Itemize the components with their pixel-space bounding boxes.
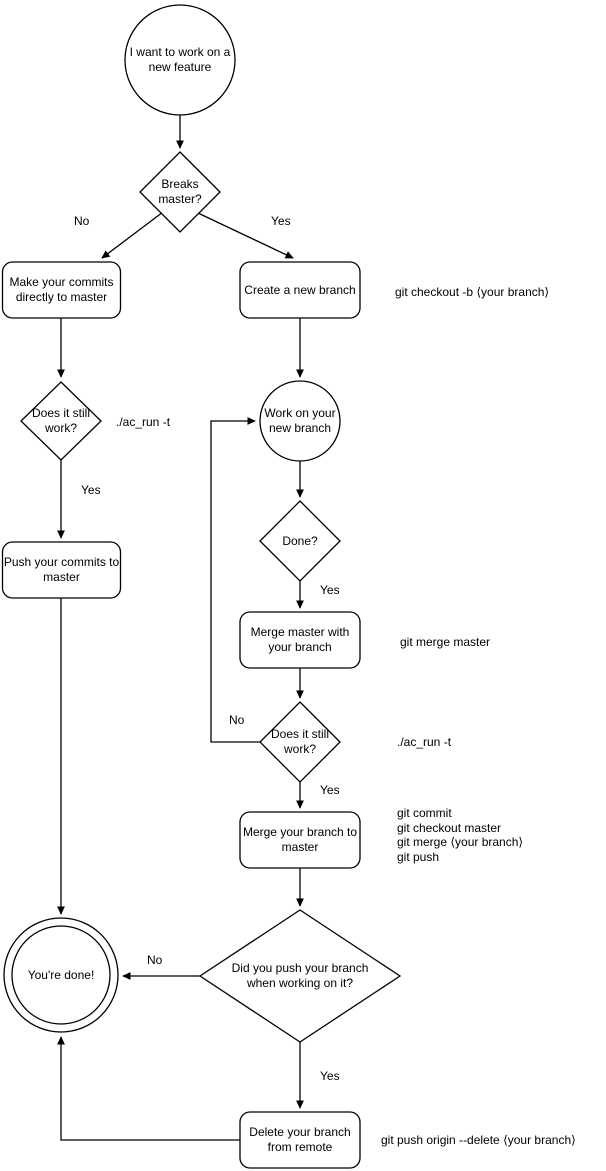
breaks-master-label: Breaks master? bbox=[158, 177, 202, 206]
did-push-no-label: No bbox=[147, 953, 163, 967]
done-yes-label: Yes bbox=[320, 583, 340, 597]
make-commits-node bbox=[1, 261, 122, 319]
edge-delete-to-done-loop bbox=[57, 1036, 240, 1141]
work-on-branch-node bbox=[259, 380, 341, 462]
merge-master-node bbox=[239, 611, 361, 669]
merge-branch-label: Merge your branch to master bbox=[242, 825, 358, 854]
work-on-branch-label: Work on your new branch bbox=[264, 406, 336, 435]
does-it-still-work-left-label: Does it still work? bbox=[31, 406, 90, 435]
edge-workright-no-loop bbox=[210, 417, 260, 743]
merge-master-cmd-annotation: git merge master bbox=[400, 635, 491, 649]
push-commits-node bbox=[1, 541, 122, 599]
did-you-push-label: Did you push your branch when working on… bbox=[231, 961, 369, 990]
create-branch-label: Create a new branch bbox=[244, 282, 356, 297]
delete-branch-node bbox=[239, 1111, 361, 1169]
done-label: Done? bbox=[282, 533, 318, 548]
did-you-push-decision bbox=[198, 909, 402, 1043]
still-works-right-no-label: No bbox=[229, 713, 245, 727]
delete-branch-label: Delete your branch from remote bbox=[249, 1125, 351, 1154]
merge-branch-cmds-annotation: git commit git checkout master git merge… bbox=[397, 806, 523, 864]
merge-branch-node bbox=[239, 811, 361, 869]
does-it-still-work-right-decision bbox=[259, 701, 341, 783]
youre-done-label: You're done! bbox=[27, 967, 95, 982]
merge-branch-cmd-line: git checkout master bbox=[397, 820, 502, 835]
ac-run-left-annotation: ./ac_run -t bbox=[116, 415, 171, 429]
edge-breaks-yes bbox=[197, 212, 294, 259]
start-node-label: I want to work on a new feature bbox=[129, 45, 231, 74]
does-it-still-work-left-decision bbox=[20, 381, 102, 461]
delete-cmd-annotation: git push origin --delete ⟨your branch⟩ bbox=[381, 1133, 576, 1147]
done-decision bbox=[259, 500, 341, 582]
make-commits-label: Make your commits directly to master bbox=[9, 275, 114, 304]
breaks-yes-label: Yes bbox=[271, 214, 291, 228]
breaks-no-label: No bbox=[74, 214, 90, 228]
start-node bbox=[124, 4, 236, 116]
checkout-cmd-annotation: git checkout -b ⟨your branch⟩ bbox=[395, 285, 550, 299]
edge-breaks-no bbox=[101, 211, 164, 259]
ac-run-right-annotation: ./ac_run -t bbox=[397, 735, 452, 749]
breaks-master-decision bbox=[139, 151, 221, 233]
merge-branch-cmd-line: git push bbox=[397, 849, 440, 864]
still-works-left-yes-label: Yes bbox=[81, 483, 101, 497]
push-commits-label: Push your commits to master bbox=[3, 555, 120, 584]
merge-master-label: Merge master with your branch bbox=[250, 625, 350, 654]
still-works-right-yes-label: Yes bbox=[320, 783, 340, 797]
youre-done-node-inner bbox=[11, 925, 111, 1025]
create-branch-node bbox=[239, 261, 361, 319]
merge-branch-cmd-line: git commit bbox=[397, 806, 452, 820]
did-push-yes-label: Yes bbox=[320, 1069, 340, 1083]
does-it-still-work-right-label: Does it still work? bbox=[270, 727, 329, 756]
merge-branch-cmd-line: git merge ⟨your branch⟩ bbox=[397, 835, 524, 849]
